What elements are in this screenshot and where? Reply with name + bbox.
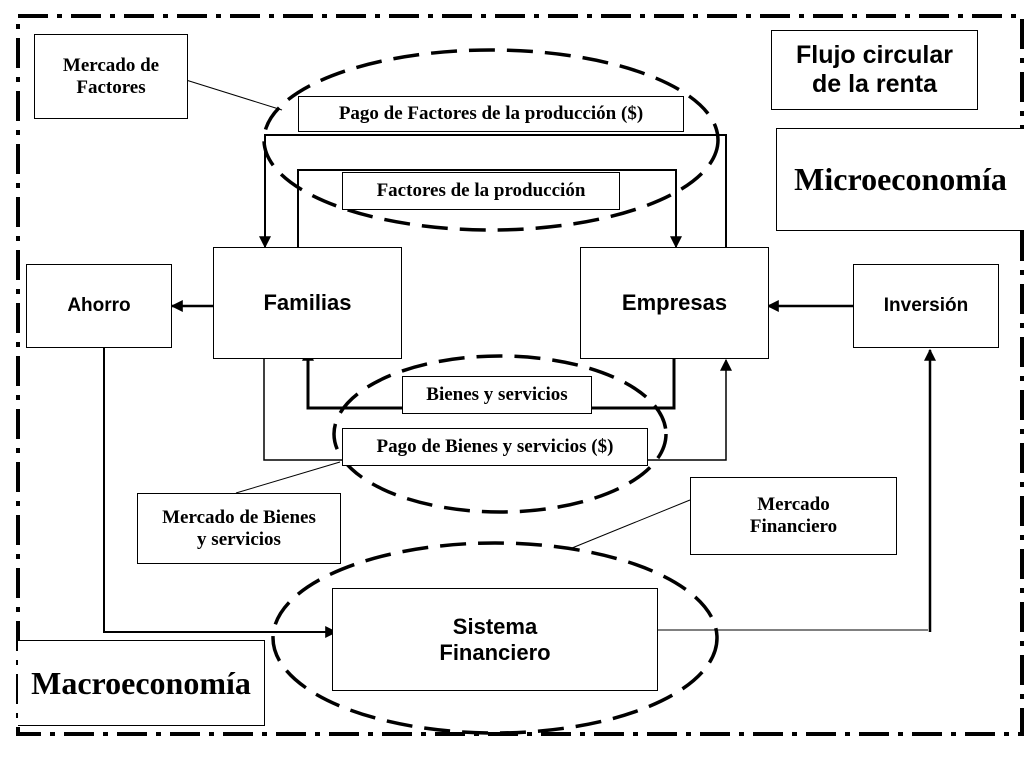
bienes-market-label: Mercado de Bienes y servicios	[137, 493, 341, 564]
ahorro-to-sistema-arrow	[103, 348, 338, 638]
factores-market-label: Mercado de Factores	[34, 34, 188, 119]
financiero-market-ellipse	[271, 541, 719, 735]
inversion-box: Inversión	[853, 264, 999, 348]
bienes-market-connector	[235, 461, 341, 494]
macro-label: Macroeconomía	[18, 640, 265, 726]
pago-bienes-label: Pago de Bienes y servicios ($)	[342, 428, 648, 466]
factores-produccion-arrow	[297, 169, 682, 249]
bienes-market-ellipse	[332, 354, 668, 514]
ahorro-box: Ahorro	[26, 264, 172, 348]
financiero-market-label: Mercado Financiero	[690, 477, 897, 555]
financiero-market-connector	[571, 499, 691, 549]
factores-produccion-label: Factores de la producción	[342, 172, 620, 210]
factores-market-ellipse	[262, 48, 720, 232]
outer-border	[16, 14, 1024, 736]
bienes-servicios-label: Bienes y servicios	[402, 376, 592, 414]
diagram-title: Flujo circular de la renta	[771, 30, 978, 110]
familias-box: Familias	[213, 247, 402, 359]
factores-market-connector	[185, 79, 283, 111]
pago-factores-label: Pago de Factores de la producción ($)	[298, 96, 684, 132]
empresas-box: Empresas	[580, 247, 769, 359]
micro-label: Microeconomía	[776, 128, 1024, 231]
sistema-financiero-box: Sistema Financiero	[332, 588, 658, 691]
pago-factores-arrow	[259, 134, 727, 249]
